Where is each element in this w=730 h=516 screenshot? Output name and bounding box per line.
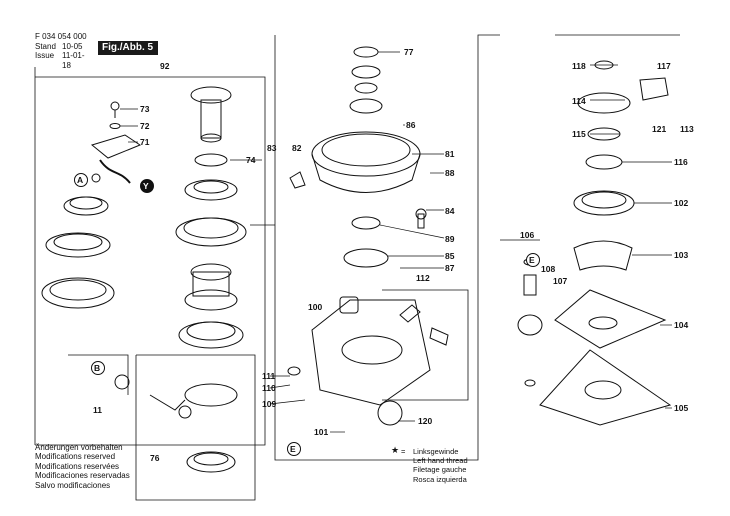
part-label-109: 109	[262, 399, 277, 409]
screw-73-icon	[110, 101, 120, 111]
left-assembly	[41, 101, 142, 309]
note-de: Änderungen vorbehalten	[35, 443, 123, 452]
legend-es: Rosca izquierda	[413, 474, 467, 484]
part-label-71: 71	[140, 137, 150, 147]
thread-legend: ★ = Linksgewinde Left hand thread Fileta…	[391, 445, 468, 484]
part-label-101: 101	[314, 427, 329, 437]
note-es: Modificaciones reservadas	[35, 471, 130, 481]
part-label-84: 84	[445, 206, 455, 216]
washer-72-icon	[109, 123, 121, 129]
part-label-121: 121	[652, 124, 667, 134]
part-label-111: 111	[262, 371, 276, 381]
part-label-107: 107	[553, 276, 568, 286]
part-label-82: 82	[292, 143, 302, 153]
part-label-103: 103	[674, 250, 689, 260]
legend-equals: =	[401, 447, 406, 456]
part-label-115: 115	[572, 129, 586, 139]
part-label-74: 74	[246, 155, 256, 165]
part-number: F 034 054 000	[35, 32, 87, 41]
stand-value: 10-05	[62, 41, 83, 51]
part-label-105: 105	[674, 403, 689, 413]
legend-de: Linksgewinde	[413, 447, 459, 456]
part-label-89: 89	[445, 234, 455, 244]
callout-a-label: A	[77, 175, 84, 185]
part-label-73: 73	[140, 104, 150, 114]
part-label-117: 117	[657, 61, 671, 71]
part-label-76: 76	[150, 453, 160, 463]
callout-y-label: Y	[143, 181, 149, 191]
part-label-77: 77	[404, 47, 414, 57]
right-column	[517, 60, 672, 426]
callout-e-label: E	[529, 255, 535, 265]
part-label-100: 100	[308, 302, 323, 312]
legend-fr: Filetage gauche	[413, 465, 467, 475]
document-header: F 034 054 000 Stand 10-05 Issue 11-01-18	[35, 32, 87, 70]
center-left-column	[114, 86, 247, 473]
part-label-88: 88	[445, 168, 455, 178]
part-label-72: 72	[140, 121, 150, 131]
figure-badge: Fig./Abb. 5	[98, 41, 159, 55]
note-es2: Salvo modificaciones	[35, 480, 111, 490]
part-label-104: 104	[674, 320, 689, 330]
part-label-108: 108	[541, 264, 556, 274]
note-fr: Modifications reservées	[35, 461, 120, 471]
part-label-81: 81	[445, 149, 455, 159]
note-en: Modifications reserved	[35, 452, 116, 462]
callout-b-label: B	[94, 363, 101, 373]
callout-circles	[74, 173, 540, 456]
part-label-86: 86	[406, 120, 416, 130]
issue-label: Issue	[35, 51, 55, 60]
part-label-85: 85	[445, 251, 455, 261]
leader-lines	[120, 51, 672, 433]
part-label-87: 87	[445, 263, 455, 273]
part-label-110: 110	[262, 383, 276, 393]
issue-value: 11-01-18	[62, 51, 85, 70]
callout-e2-label: E	[290, 444, 296, 454]
center-column	[287, 46, 449, 426]
part-label-11: 11	[93, 405, 102, 415]
part-label-118: 118	[572, 61, 586, 71]
part-label-114: 114	[572, 96, 586, 106]
legend-en: Left hand thread	[413, 456, 468, 466]
part-label-116: 116	[674, 157, 688, 167]
stand-label: Stand	[35, 41, 56, 51]
star-icon: ★	[391, 445, 400, 455]
modification-notes: Änderungen vorbehalten Modifications res…	[35, 443, 130, 490]
part-label-113: 113	[680, 124, 694, 134]
part-label-112: 112	[416, 273, 430, 283]
part-label-120: 120	[418, 416, 433, 426]
switch-71-icon	[90, 134, 142, 159]
group-frames	[34, 34, 680, 501]
part-label-102: 102	[674, 198, 689, 208]
part-label-83: 83	[267, 143, 277, 153]
part-label-106: 106	[520, 230, 535, 240]
part-label-92: 92	[160, 61, 170, 71]
